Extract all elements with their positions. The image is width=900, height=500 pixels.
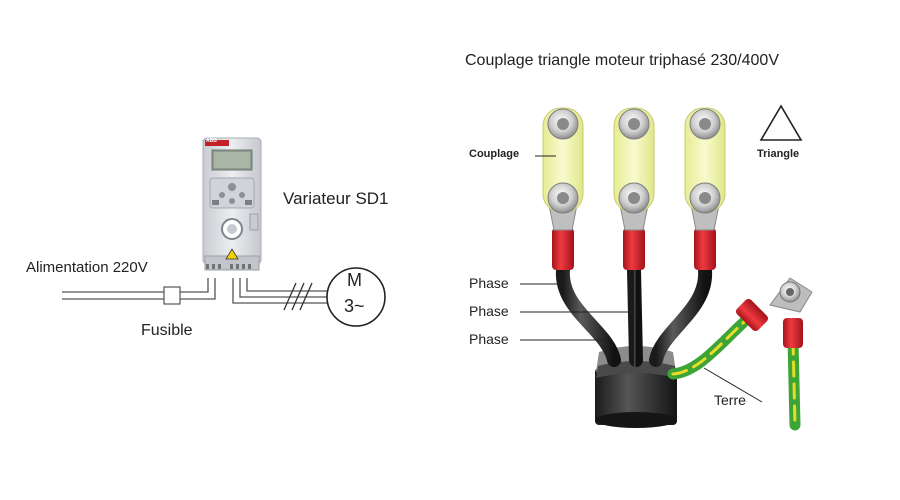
triangle-label: Triangle <box>757 148 800 160</box>
coupling-title: Couplage triangle moteur triphasé 230/40… <box>465 52 779 69</box>
earth-lugs <box>735 277 813 348</box>
fuse-label: Fusible <box>141 322 193 339</box>
drive-unit <box>202 137 262 271</box>
phase-label-2: Phase <box>469 303 509 319</box>
motor-symbol-text: M <box>347 270 362 290</box>
motor-wires <box>232 278 330 304</box>
earth-label: Terre <box>714 392 746 408</box>
leader-lines <box>520 155 763 403</box>
motor-phase-text: 3~ <box>344 296 365 316</box>
supply-wires <box>62 278 216 300</box>
earth-wire <box>667 316 801 431</box>
triangle-icon <box>759 104 803 141</box>
three-phase-marks <box>283 282 313 311</box>
warning-icon <box>225 248 239 260</box>
terminal-nuts <box>547 108 721 214</box>
coupling-label: Couplage <box>469 148 520 160</box>
drive-brand-logo: ABB <box>206 138 217 144</box>
red-crimp-lugs <box>552 228 716 270</box>
motor-symbol-icon <box>326 267 386 327</box>
drive-label: Variateur SD1 <box>283 189 389 208</box>
phase-label-1: Phase <box>469 275 509 291</box>
fuse-icon <box>163 286 181 305</box>
supply-label: Alimentation 220V <box>26 259 148 276</box>
phase-cables <box>555 263 713 367</box>
phase-label-3: Phase <box>469 331 509 347</box>
